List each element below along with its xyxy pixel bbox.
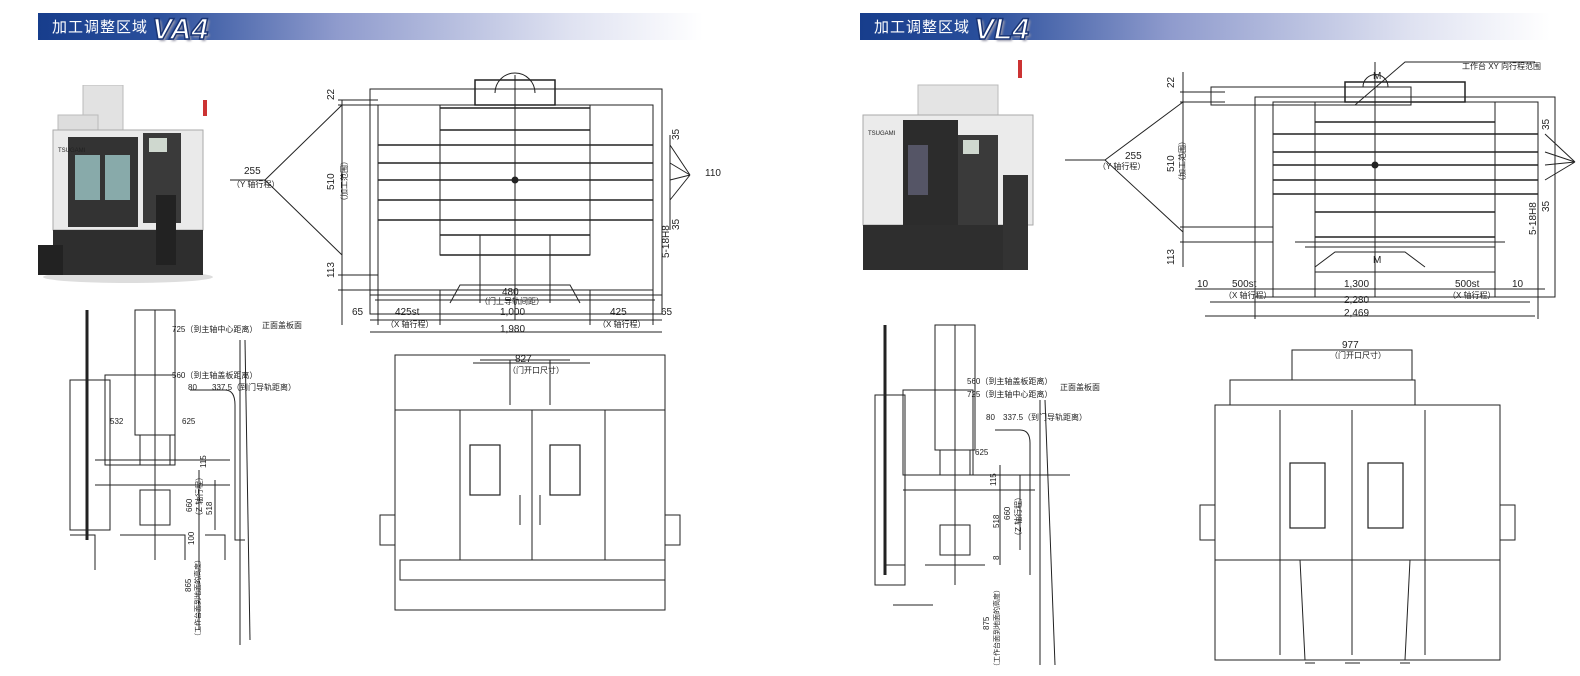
dim-total-1980: 1,980 — [500, 324, 526, 335]
dim-80: 80 — [986, 413, 995, 422]
front-view-drawing-vl4 — [1199, 349, 1516, 664]
z-travel-label: （Z 轴行程） — [195, 472, 204, 520]
dim-625: 625 — [182, 417, 196, 426]
m-top-label: M — [1373, 71, 1382, 82]
dim-35a: 35 — [671, 128, 682, 140]
dim-80: 80 — [188, 383, 197, 392]
dim-65-right: 65 — [661, 307, 673, 318]
range-label: （加工范围） — [1178, 137, 1187, 185]
top-view-drawing-va4 — [230, 72, 691, 333]
section-title: 加工调整区域 — [874, 18, 971, 36]
door-opening-dim: 827 — [515, 354, 532, 365]
section-header-vl4: 加工调整区域 VL4 — [860, 13, 1550, 46]
door-opening-label: （门开口尺寸） — [1330, 351, 1386, 360]
dim-625: 625 — [975, 448, 989, 457]
model-name: VL4 — [973, 13, 1030, 46]
x-left-label: （X 轴行程） — [386, 320, 434, 329]
dim-y-travel-label: （Y 轴行程） — [232, 180, 280, 189]
m-bottom-label: M — [1373, 255, 1382, 266]
dim-y-travel-label: （Y 轴行程） — [1098, 162, 1146, 171]
dim-y-travel: 255 — [244, 166, 261, 177]
x-left-label: （X 轴行程） — [1224, 291, 1272, 300]
dim-y-travel: 255 — [1125, 151, 1142, 162]
dim-865: 865 — [184, 578, 193, 592]
dim-518: 518 — [992, 514, 1001, 528]
section-header-va4: 加工调整区域 VA4 — [38, 13, 703, 46]
dim-22: 22 — [326, 88, 337, 100]
dim-725: 725（到主轴中心距离） — [172, 325, 258, 334]
dim-510: 510 — [326, 173, 337, 190]
dim-113: 113 — [1166, 249, 1177, 265]
model-name: VA4 — [151, 13, 209, 46]
machine-photo-vl4: TSUGAMI — [862, 60, 1034, 270]
dim-510: 510 — [1166, 155, 1177, 172]
dim-560: 560（到主轴盖板距离） — [967, 377, 1053, 386]
side-view-drawing-vl4 — [874, 324, 1070, 666]
dim-x-st-right: 500st — [1455, 279, 1480, 290]
dim-2280: 2,280 — [1344, 295, 1370, 306]
top-view-drawing-vl4 — [1065, 61, 1576, 319]
x-right-label: （X 轴行程） — [1448, 291, 1496, 300]
slot-spec: 5-18H8 — [661, 225, 672, 258]
dim-10-right: 10 — [1512, 279, 1524, 290]
brand-logo: TSUGAMI — [58, 148, 86, 154]
dim-35b: 35 — [1541, 200, 1552, 212]
dim-100: 100 — [187, 531, 196, 545]
front-view-drawing-va4 — [379, 354, 681, 611]
dim-35a: 35 — [1541, 118, 1552, 130]
z-travel-label: （Z 轴行程） — [1014, 492, 1023, 540]
dim-115: 115 — [199, 455, 208, 468]
dim-65-left: 65 — [352, 307, 364, 318]
dim-480: 480 — [502, 287, 519, 298]
dim-22: 22 — [1166, 76, 1177, 88]
table-height-label: （工作台面到地面的高度） — [195, 556, 202, 640]
dim-x-st-left: 500st — [1232, 279, 1257, 290]
dim-337-5: 337.5（到门导轨距离） — [1003, 413, 1088, 422]
dim-518: 518 — [205, 501, 214, 515]
dim-660: 660 — [185, 498, 194, 512]
dim-115: 115 — [989, 473, 998, 486]
dim-660: 660 — [1003, 506, 1012, 520]
rail-label: （门上导轨间距） — [480, 297, 544, 306]
dim-725: 725（到主轴中心距离） — [967, 390, 1053, 399]
x-right-label: （X 轴行程） — [598, 320, 646, 329]
machine-photo-va4: TSUGAMI — [38, 85, 213, 283]
section-title: 加工调整区域 — [52, 18, 149, 36]
dim-337-5: 337.5（到门导轨距离） — [212, 383, 297, 392]
dim-875: 875 — [982, 616, 991, 630]
dim-110: 110 — [705, 168, 721, 179]
door-opening-dim: 977 — [1342, 340, 1359, 351]
door-opening-label: （门开口尺寸） — [508, 366, 564, 375]
dim-560: 560（到主轴盖板距离） — [172, 371, 258, 380]
dim-113: 113 — [326, 262, 337, 278]
brand-logo: TSUGAMI — [868, 131, 896, 137]
dim-x-right: 425 — [610, 307, 627, 318]
dim-1300: 1,300 — [1344, 279, 1370, 290]
dim-8: 8 — [992, 555, 1001, 560]
dim-35b: 35 — [671, 218, 682, 230]
cover-face-label: 正面盖板面 — [262, 321, 302, 330]
dim-2469: 2,469 — [1344, 308, 1370, 319]
slot-spec: 5-18H8 — [1528, 202, 1539, 235]
xy-range-label: 工作台 XY 向行程范围 — [1462, 62, 1541, 71]
dim-10-left: 10 — [1197, 279, 1209, 290]
table-height-label: （工作台面到地面的高度） — [994, 586, 1001, 670]
side-view-drawing-va4 — [69, 309, 251, 645]
dim-x-st-left: 425st — [395, 307, 420, 318]
dim-1000: 1,000 — [500, 307, 526, 318]
range-label: （加工范围） — [340, 157, 349, 205]
cover-face-label: 正面盖板面 — [1060, 383, 1100, 392]
dim-532: 532 — [110, 417, 124, 426]
